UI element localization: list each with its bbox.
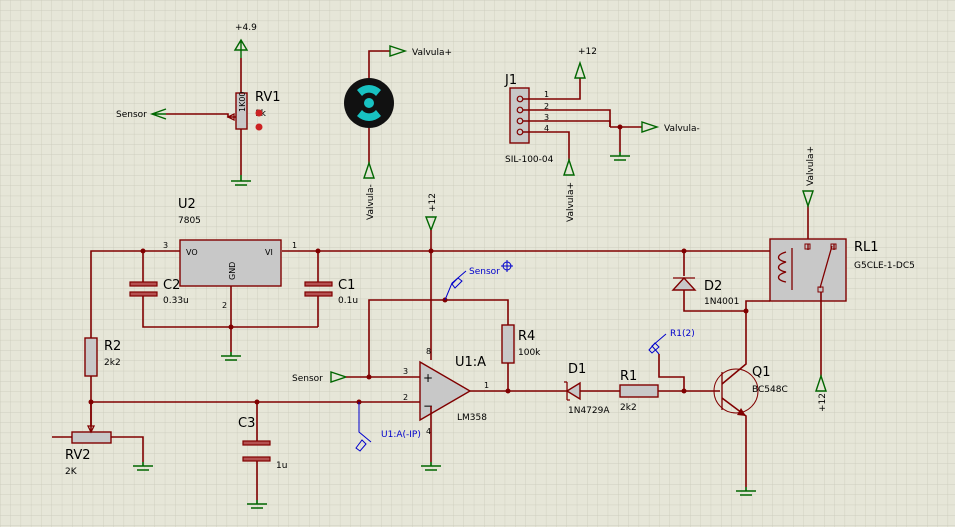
terminal-label: Valvula+ (566, 182, 576, 222)
terminal-valvula-plus-top[interactable]: Valvula+ (389, 45, 452, 58)
d2-ref: D2 (704, 279, 722, 294)
relay-rl1[interactable]: RL1 G5CLE-1-DC5 (745, 206, 915, 376)
c2-ref: C2 (163, 278, 180, 293)
svg-text:−: − (423, 399, 433, 413)
u1-value: LM358 (457, 413, 487, 423)
capacitor-c3[interactable]: C3 1u (238, 402, 287, 500)
terminal-sensor-out[interactable]: Sensor (116, 108, 167, 120)
resistor-r1[interactable]: R1 2k2 (619, 354, 720, 413)
svg-text:1K00: 1K00 (238, 91, 247, 112)
terminal-valvula-minus-motor[interactable]: Valvula- (363, 160, 376, 220)
probe-r1[interactable]: R1(2) (648, 329, 695, 355)
capacitor-c1[interactable]: C1 0.1u (304, 251, 358, 327)
rv2-value: 2K (65, 467, 78, 477)
resistor-r4[interactable]: R4 100k (501, 324, 541, 394)
opamp-u1a[interactable]: + − U1:A LM358 3 2 1 8 4 (359, 347, 508, 462)
c3-value: 1u (276, 461, 287, 471)
rv1-ref: RV1 (255, 90, 281, 105)
terminal-rl1-plus12[interactable]: +12 (815, 373, 828, 412)
ground-q1 (736, 487, 756, 496)
pin-label: VO (186, 248, 198, 257)
ground-u1 (421, 462, 441, 471)
terminal-label: +12 (428, 193, 438, 212)
j1-value: SIL-100-04 (505, 155, 554, 165)
c2-value: 0.33u (163, 296, 189, 306)
potentiometer-rv2[interactable]: RV2 2K (52, 402, 144, 477)
c1-value: 0.1u (338, 296, 358, 306)
pin-label: 2 (222, 301, 227, 310)
terminal-label: +4.9 (235, 23, 257, 33)
probe-u1-ip[interactable]: U1:A(-IP) (355, 402, 421, 452)
probe-label: R1(2) (670, 329, 695, 339)
pin-label: 1 (292, 241, 297, 250)
d1-value: 1N4729A (568, 406, 610, 416)
pin-label: 2 (403, 393, 408, 402)
terminal-u1-plus12[interactable]: +12 (424, 193, 438, 232)
j1-ref: J1 (504, 73, 517, 88)
pin-label: 3 (544, 113, 549, 122)
ground-c3 (247, 500, 267, 509)
capacitor-c2[interactable]: C2 0.33u (129, 251, 318, 328)
svg-text:+: + (423, 371, 433, 385)
regulator-u2[interactable]: U2 7805 VO VI GND 3 1 2 (90, 197, 297, 338)
pin-label: 3 (163, 241, 168, 250)
pin-label: 3 (403, 367, 408, 376)
rv2-ref: RV2 (65, 448, 91, 463)
r2-value: 2k2 (104, 358, 121, 368)
terminal-rl1-valvula-plus[interactable]: Valvula+ (802, 146, 816, 209)
d2-value: 1N4001 (704, 297, 739, 307)
terminal-label: Sensor (292, 374, 323, 384)
pin-label: 4 (426, 427, 431, 436)
terminal-j1-valvula-minus[interactable]: Valvula- (641, 121, 700, 134)
pin-label: 1 (544, 90, 549, 99)
zener-diode-d1[interactable]: D1 1N4729A (508, 362, 620, 416)
d1-ref: D1 (568, 362, 586, 377)
c3-ref: C3 (238, 416, 255, 431)
ground-j1 (610, 152, 630, 161)
terminal-label: +12 (578, 47, 597, 57)
r4-ref: R4 (518, 329, 535, 344)
r1-ref: R1 (620, 369, 637, 384)
motor-valve[interactable] (344, 50, 394, 163)
pin-label: 1 (484, 381, 489, 390)
q1-ref: Q1 (752, 365, 771, 380)
terminal-label: Sensor (116, 110, 147, 120)
pin-label: VI (265, 248, 273, 257)
u2-ref: U2 (178, 197, 196, 212)
c1-ref: C1 (338, 278, 355, 293)
r1-value: 2k2 (620, 403, 637, 413)
terminal-label: Valvula+ (412, 48, 452, 58)
terminal-j1-valvula-plus[interactable]: Valvula+ (563, 157, 576, 222)
pin-label: 8 (426, 347, 431, 356)
pin-label: 4 (544, 124, 549, 133)
q1-value: BC548C (752, 385, 788, 395)
probe-sensor[interactable]: Sensor (444, 260, 513, 301)
terminal-plus-4-9[interactable]: +4.9 (233, 23, 257, 58)
u2-value: 7805 (178, 216, 201, 226)
terminal-j1-plus12[interactable]: +12 (574, 47, 597, 79)
rl1-ref: RL1 (854, 240, 879, 255)
terminal-label: +12 (818, 393, 828, 412)
terminal-sensor-in[interactable]: Sensor (292, 297, 509, 385)
terminal-label: Valvula- (366, 184, 376, 220)
rl1-value: G5CLE-1-DC5 (854, 261, 915, 271)
u1-ref: U1:A (455, 355, 486, 370)
terminal-label: Valvula- (664, 124, 700, 134)
diode-d2[interactable]: D2 1N4001 (671, 251, 749, 314)
probe-label: Sensor (469, 267, 500, 277)
ground-rv1 (231, 175, 251, 186)
pin-label: GND (228, 262, 237, 280)
probe-label: U1:A(-IP) (381, 430, 421, 440)
r2-ref: R2 (104, 339, 121, 354)
potentiometer-rv1[interactable]: 1K00 RV1 1k (166, 58, 281, 175)
resistor-r2[interactable]: R2 2k2 (84, 337, 121, 437)
ground-u2 (221, 327, 241, 361)
pin-label: 2 (544, 102, 549, 111)
r4-value: 100k (518, 348, 541, 358)
transistor-q1[interactable]: Q1 BC548C (713, 311, 788, 487)
ground-rv2 (133, 462, 153, 471)
terminal-label: Valvula+ (806, 146, 816, 186)
connector-j1[interactable]: J1 1 2 3 4 SIL-100-04 (504, 73, 642, 165)
